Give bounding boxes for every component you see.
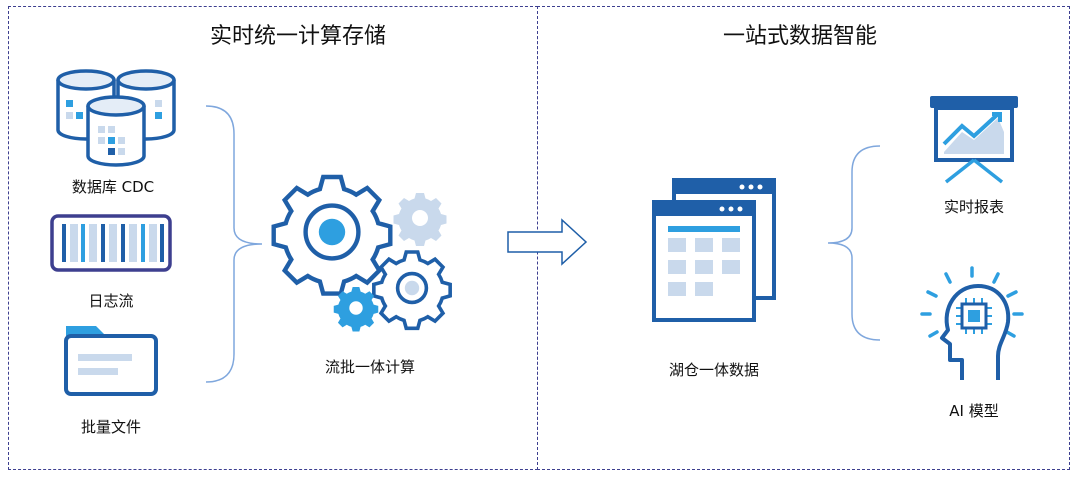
database-icon	[56, 69, 176, 167]
merge-bracket	[205, 105, 263, 383]
right-panel-title: 一站式数据智能	[722, 24, 877, 49]
data-windows-icon	[652, 178, 776, 322]
right-arrow-icon	[507, 218, 588, 266]
engine-label: 流批一体计算	[324, 358, 415, 376]
ai-head-icon	[920, 266, 1024, 380]
gears-icon	[272, 170, 452, 332]
output-label-ai: AI 模型	[949, 402, 999, 420]
split-bracket	[827, 145, 881, 341]
folder-icon	[64, 326, 158, 396]
left-panel-title: 实时统一计算存储	[209, 24, 386, 49]
presentation-chart-icon	[930, 96, 1018, 184]
source-label-log: 日志流	[88, 292, 134, 310]
storage-label: 湖仓一体数据	[668, 361, 759, 379]
source-label-database: 数据库 CDC	[71, 178, 155, 196]
output-label-report: 实时报表	[943, 198, 1004, 216]
source-label-files: 批量文件	[80, 418, 141, 436]
log-stream-icon	[50, 214, 172, 272]
